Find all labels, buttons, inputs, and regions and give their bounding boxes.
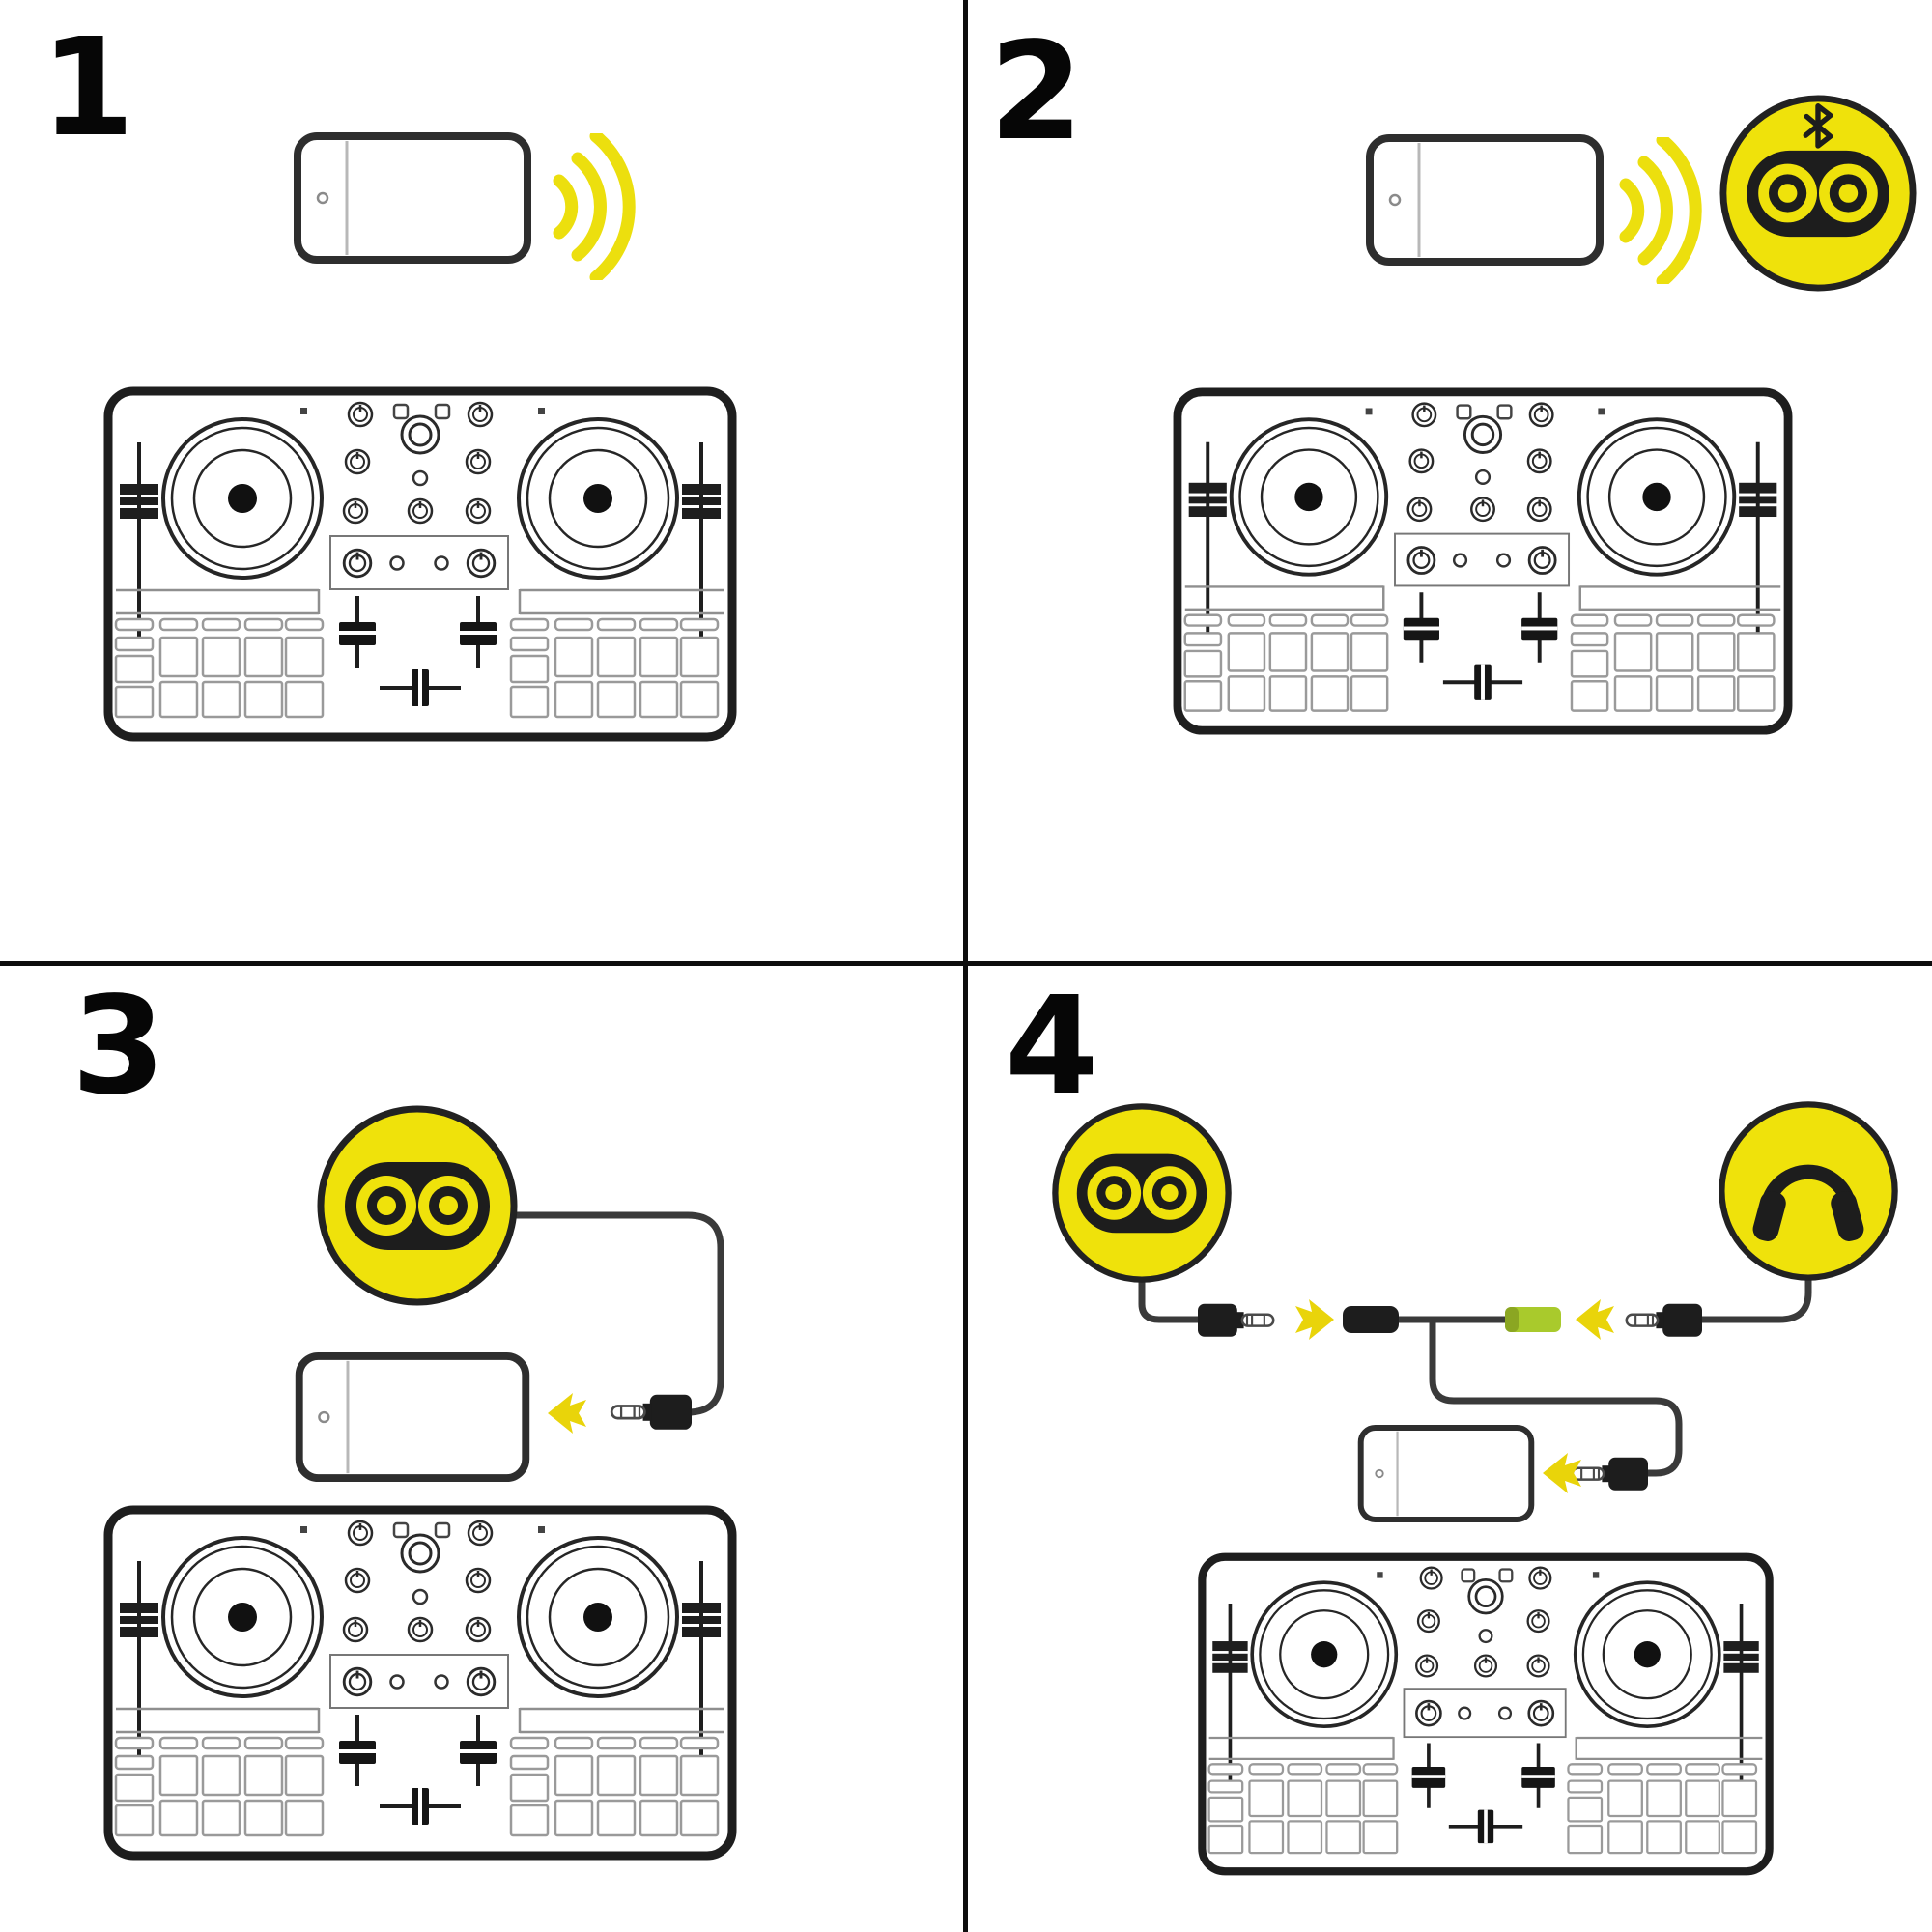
speaker-badge: [1055, 1106, 1228, 1279]
step-3-number: 3: [71, 968, 166, 1125]
female-socket-black: [1343, 1306, 1399, 1333]
female-socket-green: [1505, 1307, 1561, 1332]
smartphone-icon: [299, 1356, 526, 1478]
jack-plug-icon: [1196, 1302, 1275, 1338]
speaker-badge: [321, 1109, 514, 1302]
dj-controller-illustration: [108, 391, 732, 737]
smartphone-icon: [1370, 138, 1600, 262]
smartphone-icon: [1361, 1428, 1532, 1520]
aux-cable: [508, 1211, 724, 1416]
jack-plug-icon: [610, 1393, 694, 1432]
panel-step-4: [1055, 1104, 1894, 1871]
dj-controller-illustration: [1202, 1557, 1769, 1871]
panel-step-1: [108, 136, 732, 737]
insert-arrow-icon: [1295, 1299, 1334, 1340]
bluetooth-speaker-badge: [1723, 99, 1913, 288]
wireless-waves-icon: [1626, 140, 1695, 281]
dj-controller-illustration: [108, 1510, 732, 1856]
panel-divider-vertical: [963, 0, 968, 1932]
insert-arrow-icon: [1576, 1299, 1614, 1340]
insert-arrow-icon: [548, 1393, 586, 1434]
panel-step-2: [1178, 99, 1913, 730]
jack-plug-icon: [1625, 1302, 1704, 1338]
headphones-badge: [1721, 1104, 1894, 1277]
smartphone-icon: [298, 136, 527, 260]
wireless-waves-icon: [559, 136, 629, 277]
step-1-number: 1: [41, 10, 135, 167]
dj-controller-illustration: [1178, 392, 1788, 730]
panel-step-3: [108, 1109, 732, 1856]
step-2-number: 2: [989, 14, 1084, 171]
step-4-number: 4: [1005, 968, 1099, 1125]
splitter-cable: [1138, 1273, 1812, 1477]
jack-plug-icon: [1571, 1456, 1650, 1492]
